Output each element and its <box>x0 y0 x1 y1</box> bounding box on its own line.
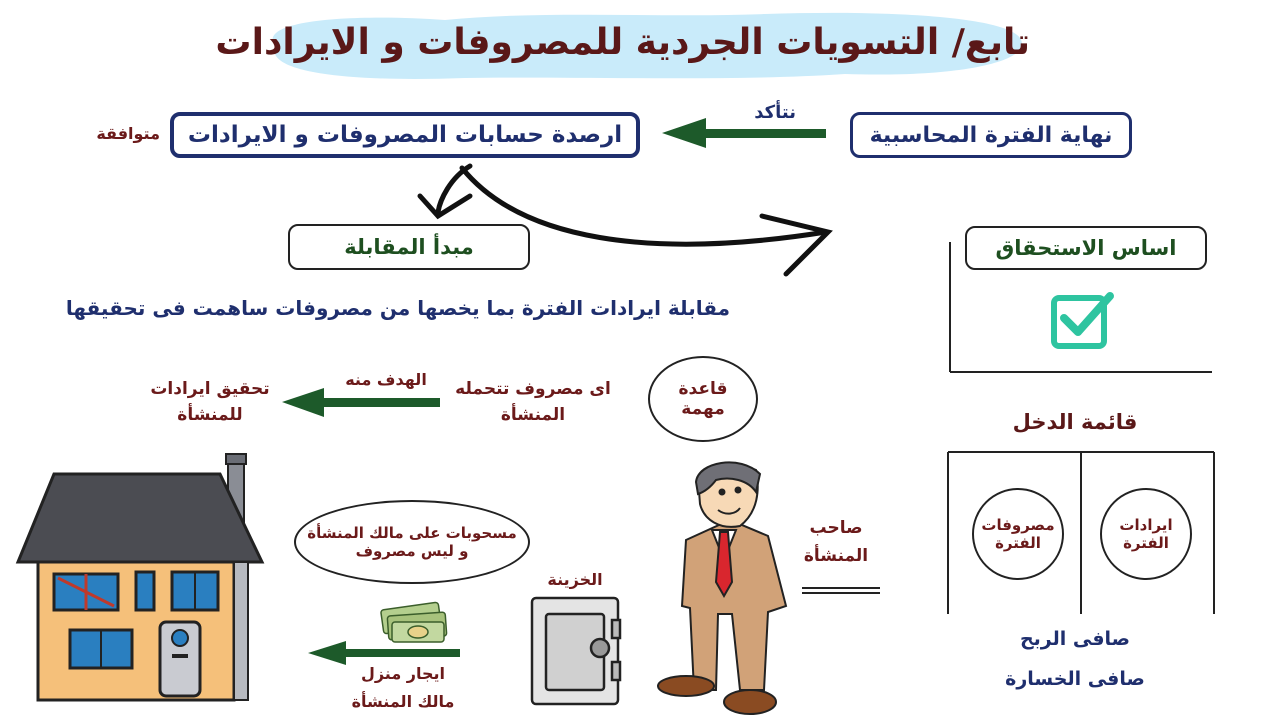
verify-label: نتأكد <box>754 102 796 123</box>
rule-line2: مهمة <box>681 399 725 419</box>
expense-line2: المنشأة <box>500 405 566 425</box>
agree-label: متوافقة <box>96 124 160 143</box>
balances-box: ارصدة حسابات المصروفات و الايرادات <box>170 112 640 158</box>
withdrawals-line2: و ليس مصروف <box>355 542 469 560</box>
expenses-line2: الفترة <box>995 534 1041 552</box>
net-loss-label: صافى الخسارة <box>1005 668 1145 690</box>
end-of-period-box: نهاية الفترة المحاسبية <box>850 112 1132 158</box>
page-title: تابع/ التسويات الجردية للمصروفات و الاير… <box>215 22 1030 63</box>
withdrawals-line1: مسحوبات على مالك المنشأة <box>307 524 517 542</box>
businessman-icon <box>657 461 788 715</box>
expense-line1: اى مصروف تتحمله <box>455 379 611 399</box>
realize-line1: تحقيق ايرادات <box>150 379 270 399</box>
revenues-circle: ايرادات الفترة <box>1100 488 1192 580</box>
rent-label: ايجار منزل مالك المنشأة <box>338 660 468 716</box>
safe-icon <box>530 596 622 706</box>
house-icon <box>15 453 265 702</box>
income-statement-title: قائمة الدخل <box>1012 410 1138 434</box>
realize-label: تحقيق ايرادات للمنشأة <box>140 376 280 428</box>
rent-line1: ايجار منزل <box>360 664 446 683</box>
title-cloud-band <box>272 12 1023 79</box>
expenses-circle: مصروفات الفترة <box>972 488 1064 580</box>
realize-line2: للمنشأة <box>177 405 243 425</box>
rent-line2: مالك المنشأة <box>351 692 455 711</box>
goal-label: الهدف منه <box>345 370 427 389</box>
revenues-line1: ايرادات <box>1119 516 1173 534</box>
net-profit-label: صافى الربح <box>1019 628 1131 650</box>
rule-line1: قاعدة <box>678 379 728 399</box>
accrual-basis-box: اساس الاستحقاق <box>965 226 1207 270</box>
matching-principle-box: مبدأ المقابلة <box>288 224 530 270</box>
owner-line2: المنشأة <box>803 546 869 566</box>
withdrawals-ellipse: مسحوبات على مالك المنشأة و ليس مصروف <box>294 500 530 584</box>
revenues-line2: الفترة <box>1123 534 1169 552</box>
money-icon <box>380 601 448 643</box>
safe-label: الخزينة <box>547 570 603 589</box>
owner-line1: صاحب <box>809 518 863 538</box>
arrow-goal <box>282 388 440 417</box>
check-icon <box>1051 292 1114 349</box>
expense-label: اى مصروف تتحمله المنشأة <box>448 376 618 428</box>
matching-description: مقابلة ايرادات الفترة بما يخصها من مصروف… <box>65 296 730 320</box>
owner-label: صاحب المنشأة <box>796 514 876 570</box>
rule-circle: قاعدة مهمة <box>648 356 758 442</box>
expenses-line1: مصروفات <box>981 516 1055 534</box>
owner-underline <box>802 587 880 594</box>
